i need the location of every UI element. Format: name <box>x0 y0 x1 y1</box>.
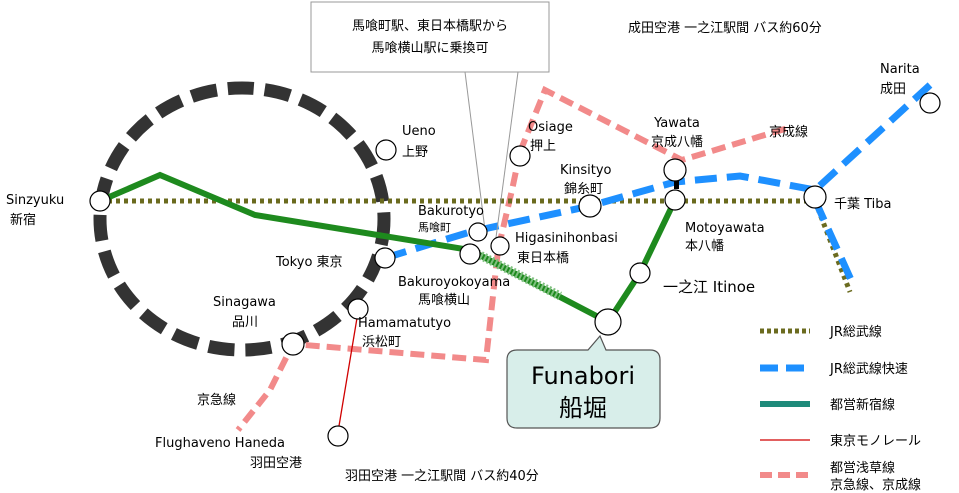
label-motoyawata-en: Motoyawata <box>685 221 765 236</box>
label-osiage-en: Osiage <box>528 120 573 135</box>
label-bakuroyokoyama-jp: 馬喰横山 <box>418 292 470 308</box>
monorail-line <box>337 311 359 433</box>
station-motoyawata <box>664 189 686 211</box>
label-keisei-line: 京成線 <box>769 124 808 140</box>
label-yawata-jp: 京成八幡 <box>651 135 703 150</box>
legend: JR総武線 JR総武線快速 都営新宿線 東京モノレール 都営浅草線 京急線、京成… <box>760 324 921 493</box>
label-itinoe: 一之江 Itinoe <box>663 278 755 296</box>
haneda-bus-note: 羽田空港 一之江駅間 バス約40分 <box>345 469 539 484</box>
station-bakurotyo <box>468 222 488 242</box>
funabori-callout <box>506 334 661 429</box>
label-narita-jp: 成田 <box>880 82 906 97</box>
label-osiage-jp: 押上 <box>530 139 556 154</box>
station-ueno <box>375 139 397 161</box>
station-tiba <box>803 185 827 209</box>
label-tokyo: Tokyo 東京 <box>275 254 343 270</box>
station-osiage <box>509 145 531 167</box>
label-kinsityo-jp: 錦糸町 <box>564 181 603 197</box>
label-tiba: 千葉 Tiba <box>834 197 892 212</box>
transfer-callout <box>310 1 550 73</box>
legend-monorail-label: 東京モノレール <box>830 433 921 449</box>
legend-sobu-rapid-label: JR総武線快速 <box>829 361 908 377</box>
label-higasinihonbasi-jp: 東日本橋 <box>517 250 569 266</box>
yawata-connector <box>674 181 679 189</box>
asakusa-keikyu-line <box>235 151 523 432</box>
station-tokyo <box>374 247 396 269</box>
station-itinoe <box>629 262 651 284</box>
transfer-callout-line1: 馬喰町駅、東日本橋駅から <box>352 18 508 34</box>
callout-pointer-2 <box>494 71 519 246</box>
station-hamamatutyo <box>347 298 369 320</box>
label-ueno-en: Ueno <box>402 124 436 139</box>
funabori-name-en: Funabori <box>531 362 635 390</box>
label-sinagawa-jp: 品川 <box>232 315 258 330</box>
keisei-line <box>517 85 789 164</box>
station-narita <box>919 92 941 114</box>
station-kinsityo <box>578 194 602 218</box>
label-higasinihonbasi-en: Higasinihonbasi <box>515 231 618 246</box>
label-haneda-jp: 羽田空港 <box>250 456 302 471</box>
yamanote-loop <box>93 81 391 357</box>
label-motoyawata-jp: 本八幡 <box>685 239 724 254</box>
station-higasinihonbasi <box>490 236 510 256</box>
label-ueno-jp: 上野 <box>402 145 428 160</box>
label-hamamatutyo-jp: 浜松町 <box>362 335 401 350</box>
funabori-name-jp: 船堀 <box>559 394 607 422</box>
station-funabori <box>594 308 622 336</box>
label-haneda-en: Flughaveno Haneda <box>155 436 285 451</box>
legend-sobu-label: JR総武線 <box>829 324 882 340</box>
label-bakurotyo-en: Bakurotyo <box>418 204 484 219</box>
station-yawata <box>663 158 687 182</box>
label-bakuroyokoyama-en: Bakuroyokoyama <box>398 275 510 290</box>
narita-bus-note: 成田空港 一之江駅間 バス約60分 <box>628 21 822 36</box>
legend-asakusa-label-2: 京急線、京成線 <box>830 477 921 493</box>
callout-pointer-1 <box>464 71 486 231</box>
legend-asakusa-label-1: 都営浅草線 <box>830 460 895 476</box>
label-hamamatutyo-en: Hamamatutyo <box>358 316 451 331</box>
label-narita-en: Narita <box>880 62 920 77</box>
label-sinagawa-en: Sinagawa <box>213 295 276 310</box>
transfer-callout-line2: 馬喰横山駅に乗換可 <box>371 40 488 56</box>
station-sinagawa <box>281 332 305 356</box>
label-yawata-en: Yawata <box>653 116 700 131</box>
sobu-rapid-branch <box>811 198 856 284</box>
legend-shinjuku-label: 都営新宿線 <box>830 397 895 413</box>
label-sinzyuku-en: Sinzyuku <box>6 193 64 208</box>
transfer-hatch <box>467 245 563 301</box>
station-haneda <box>327 425 349 447</box>
label-sinzyuku-jp: 新宿 <box>10 212 36 228</box>
station-sinzyuku <box>89 190 111 212</box>
label-keikyu-line: 京急線 <box>197 392 236 408</box>
label-kinsityo-en: Kinsityo <box>560 163 612 178</box>
station-bakuroyokoyama <box>459 243 481 265</box>
label-bakurotyo-jp: 馬喰町 <box>418 220 451 234</box>
